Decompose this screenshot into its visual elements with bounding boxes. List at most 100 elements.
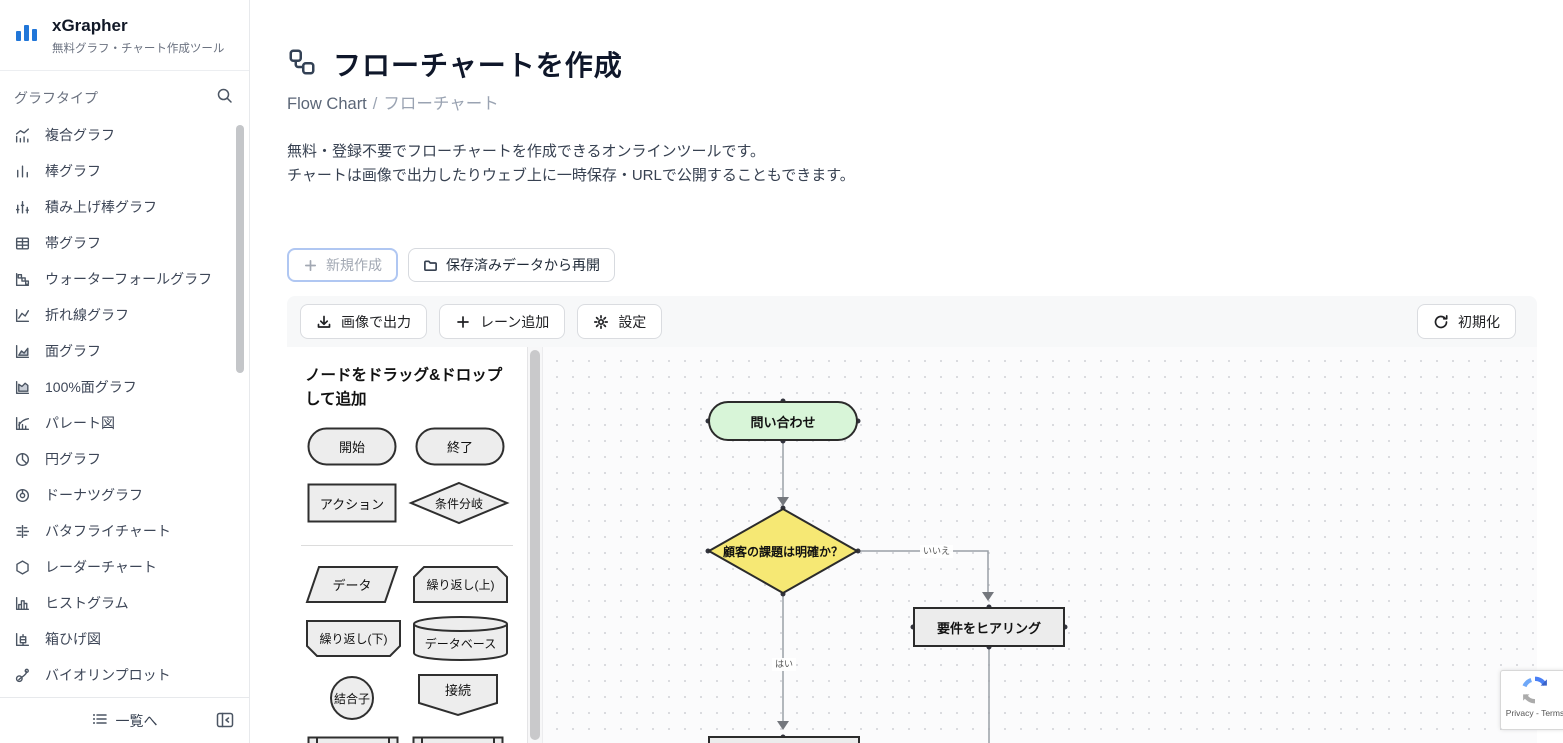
sidebar-item-pareto-chart[interactable]: パレート図: [0, 405, 249, 441]
description-line-2: チャートは画像で出力したりウェブ上に一時保存・URLで公開することもできます。: [287, 167, 855, 184]
sidebar-item-label: 折れ線グラフ: [45, 307, 129, 323]
sidebar-item-label: 円グラフ: [45, 451, 101, 467]
area-100-chart-icon: [14, 379, 31, 396]
download-icon: [317, 315, 331, 328]
flow-node-decision[interactable]: 顧客の課題は明確か？: [708, 508, 858, 594]
breadcrumb-root[interactable]: Flow Chart: [287, 95, 367, 113]
sidebar-item-band-chart[interactable]: 帯グラフ: [0, 225, 249, 261]
sidebar-scrollbar-thumb[interactable]: [236, 125, 244, 373]
palette-heading: ノードをドラッグ&ドロップして追加: [305, 367, 503, 408]
flowchart-canvas[interactable]: 問い合わせ 顧客の課題は明確か？ 要件をヒアリング いいえ はい: [543, 347, 1537, 743]
app-tagline: 無料グラフ・チャート作成ツール: [52, 43, 225, 55]
sidebar-item-histogram[interactable]: ヒストグラム: [0, 585, 249, 621]
sidebar-item-butterfly-chart[interactable]: バタフライチャート: [0, 513, 249, 549]
export-image-button[interactable]: 画像で出力: [300, 304, 427, 339]
divider: [0, 70, 249, 71]
folder-icon: [424, 259, 437, 271]
description-line-1: 無料・登録不要でフローチャートを作成できるオンラインツールです。: [287, 143, 766, 160]
sidebar-item-label: レーダーチャート: [45, 559, 157, 575]
sidebar-item-label: バタフライチャート: [45, 523, 171, 539]
palette-node-subroutine-partial[interactable]: [412, 736, 504, 743]
area-chart-icon: [14, 343, 31, 360]
sidebar-item-label: ヒストグラム: [45, 595, 129, 611]
edge-label-yes: はい: [772, 658, 797, 671]
flowchart-edges: [705, 398, 1068, 743]
sidebar-item-bar-chart[interactable]: 棒グラフ: [0, 153, 249, 189]
breadcrumb-current: フローチャート: [383, 95, 499, 113]
page-title: フローチャートを作成: [333, 50, 623, 81]
stacked-bar-chart-icon: [14, 199, 31, 216]
plus-icon: [457, 315, 469, 328]
waterfall-chart-icon: [14, 271, 31, 288]
palette-scrollbar[interactable]: [528, 347, 543, 743]
search-icon[interactable]: [216, 87, 233, 109]
palette-node-database[interactable]: データベース: [412, 615, 509, 662]
sidebar-footer: 一覧へ: [0, 697, 249, 743]
recaptcha-icon: [1522, 676, 1547, 704]
bar-chart-icon: [14, 163, 31, 180]
sidebar-item-area-chart[interactable]: 面グラフ: [0, 333, 249, 369]
sidebar-item-donut-chart[interactable]: ドーナツグラフ: [0, 477, 249, 513]
reset-button[interactable]: 初期化: [1417, 304, 1516, 339]
edge-label-no: いいえ: [920, 545, 954, 558]
butterfly-chart-icon: [14, 523, 31, 540]
palette-node-data[interactable]: データ: [305, 565, 399, 604]
sidebar-item-combo-chart[interactable]: 複合グラフ: [0, 117, 249, 153]
new-create-button[interactable]: 新規作成: [287, 248, 398, 282]
list-icon: [92, 711, 108, 730]
sidebar-item-label: 棒グラフ: [45, 163, 101, 179]
radar-chart-icon: [14, 559, 31, 576]
palette-node-connector[interactable]: 結合子: [329, 675, 375, 721]
sidebar-item-boxplot[interactable]: 箱ひげ図: [0, 621, 249, 657]
sidebar-item-label: 箱ひげ図: [45, 631, 101, 647]
palette-node-subroutine-partial[interactable]: [307, 736, 399, 743]
recaptcha-privacy-terms[interactable]: Privacy - Terms: [1505, 708, 1563, 718]
boxplot-icon: [14, 631, 31, 648]
add-lane-button[interactable]: レーン追加: [439, 304, 566, 339]
workflow-icon: [287, 47, 317, 82]
bar-chart-logo-icon: [16, 25, 37, 41]
sidebar-item-label: 積み上げ棒グラフ: [45, 199, 157, 215]
palette-node-loop-start[interactable]: 繰り返し(上): [412, 565, 509, 604]
sidebar-item-stacked-bar-chart[interactable]: 積み上げ棒グラフ: [0, 189, 249, 225]
palette-node-decision[interactable]: 条件分岐: [408, 481, 510, 525]
resume-saved-data-button[interactable]: 保存済みデータから再開: [408, 248, 615, 282]
flow-node-hearing[interactable]: 要件をヒアリング: [913, 607, 1065, 647]
graph-type-list: 複合グラフ 棒グラフ 積み上げ棒グラフ 帯グラフ ウォーターフォールグラフ 折れ…: [0, 117, 249, 697]
back-to-list-link[interactable]: 一覧へ: [92, 711, 158, 731]
sidebar-item-label: ドーナツグラフ: [45, 487, 143, 503]
gear-icon: [594, 314, 609, 329]
collapse-sidebar-button[interactable]: [215, 710, 235, 730]
flow-node-partial[interactable]: [708, 736, 860, 743]
sidebar-item-label: パレート図: [45, 415, 115, 431]
recaptcha-badge[interactable]: Privacy - Terms: [1500, 670, 1563, 730]
sidebar-item-radar-chart[interactable]: レーダーチャート: [0, 549, 249, 585]
palette-node-offpage[interactable]: 接続: [417, 673, 499, 717]
donut-chart-icon: [14, 487, 31, 504]
palette-divider: [301, 545, 513, 546]
sidebar-item-label: 複合グラフ: [45, 127, 115, 143]
pareto-chart-icon: [14, 415, 31, 432]
node-palette: ノードをドラッグ&ドロップして追加 開始 終了 アクション 条件分岐: [287, 347, 528, 743]
sidebar-item-pie-chart[interactable]: 円グラフ: [0, 441, 249, 477]
settings-button[interactable]: 設定: [577, 304, 663, 339]
sidebar-item-area-100-chart[interactable]: 100%面グラフ: [0, 369, 249, 405]
sidebar-item-label: 帯グラフ: [45, 235, 101, 251]
app-logo[interactable]: xGrapher 無料グラフ・チャート作成ツール: [0, 0, 249, 70]
sidebar-item-label: バイオリンプロット: [45, 667, 171, 683]
sidebar-scrollbar[interactable]: [236, 117, 244, 697]
palette-node-loop-end[interactable]: 繰り返し(下): [305, 619, 402, 658]
combo-chart-icon: [14, 127, 31, 144]
graph-type-section-title: グラフタイプ: [14, 90, 98, 106]
sidebar-item-violin-plot[interactable]: バイオリンプロット: [0, 657, 249, 693]
sidebar-item-waterfall-chart[interactable]: ウォーターフォールグラフ: [0, 261, 249, 297]
page-description: 無料・登録不要でフローチャートを作成できるオンラインツールです。 チャートは画像…: [287, 140, 855, 188]
violin-plot-icon: [14, 667, 31, 684]
palette-scrollbar-thumb[interactable]: [530, 350, 540, 740]
palette-node-start[interactable]: 開始: [307, 427, 397, 466]
sidebar-item-label: 面グラフ: [45, 343, 101, 359]
sidebar-item-line-chart[interactable]: 折れ線グラフ: [0, 297, 249, 333]
flow-node-inquiry[interactable]: 問い合わせ: [708, 401, 858, 441]
palette-node-end[interactable]: 終了: [415, 427, 505, 466]
palette-node-action[interactable]: アクション: [307, 483, 397, 523]
